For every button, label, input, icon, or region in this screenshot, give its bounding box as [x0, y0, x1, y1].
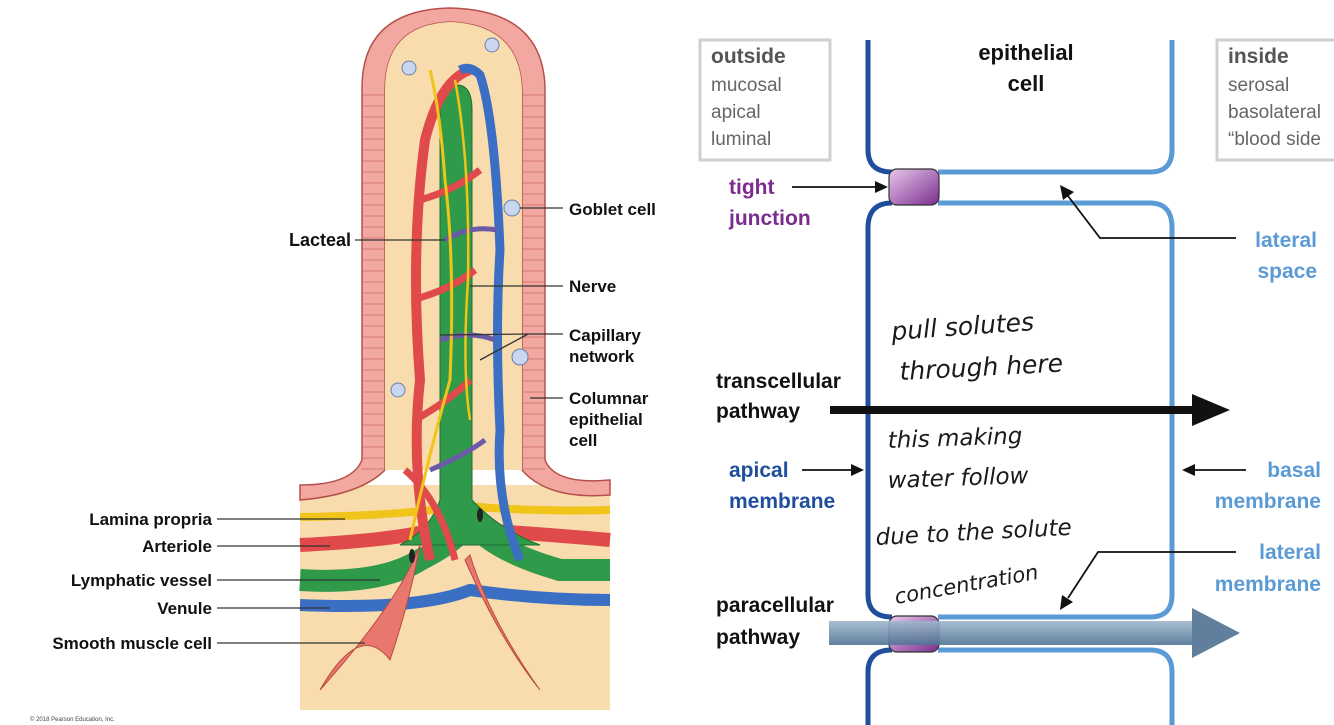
inside-box-line-2: basolateral	[1228, 102, 1321, 123]
label-columnar-3: cell	[569, 431, 597, 450]
inside-box-line-3: “blood side	[1228, 129, 1321, 150]
handwriting-line-6: concentration	[893, 560, 1040, 609]
goblet-cell-1	[503, 199, 521, 217]
outside-box-line-2: apical	[711, 102, 761, 123]
transcellular-arrowhead	[1192, 394, 1230, 426]
apical-membrane-label-1: apical	[729, 459, 789, 482]
goblet-cell-4	[484, 37, 500, 53]
nerve-fiber	[408, 69, 454, 541]
lateral-space-arrow-line	[1067, 195, 1236, 239]
tight-junction-label-2: junction	[728, 207, 811, 230]
villus-leader-lines	[217, 207, 563, 644]
lateral-membrane-label-1: lateral	[1259, 541, 1321, 564]
label-lymphatic-vessel: Lymphatic vessel	[71, 571, 212, 590]
inside-box	[1215, 38, 1334, 162]
tight-junction-label-1: tight	[729, 176, 774, 199]
outside-box-line-1: mucosal	[711, 75, 782, 96]
apical-membrane-arrowhead	[851, 464, 864, 476]
handwriting-line-5: due to the solute	[875, 515, 1072, 551]
label-smooth-muscle: Smooth muscle cell	[52, 634, 212, 653]
lower-cell-membrane-basal	[938, 647, 1175, 725]
columnar-cell-borders	[362, 94, 545, 470]
villus-illustration	[299, 7, 611, 710]
outside-box	[698, 38, 832, 162]
goblet-cell-2	[511, 348, 529, 366]
label-capillary-network-1: Capillary	[569, 326, 641, 345]
label-arteriole: Arteriole	[142, 537, 212, 556]
upper-cell-membrane-basal	[938, 40, 1175, 175]
handwriting-line-3: this making	[887, 423, 1022, 454]
tight-junction-top	[888, 168, 940, 206]
smooth-muscle-cell-right	[464, 554, 541, 691]
handwriting-line-2: through here	[899, 348, 1064, 386]
label-nerve: Nerve	[569, 277, 616, 296]
lateral-membrane-label-2: membrane	[1215, 573, 1321, 596]
lateral-space-arrowhead	[1060, 185, 1074, 200]
handwriting-line-1: pull solutes	[889, 307, 1035, 346]
inside-box-title: inside	[1228, 45, 1289, 68]
transcellular-label-2: pathway	[716, 400, 800, 423]
label-columnar-1: Columnar	[569, 389, 649, 408]
goblet-cell-3	[390, 382, 406, 398]
upper-cell-membrane-apical	[865, 40, 893, 175]
lateral-space-label-1: lateral	[1255, 229, 1317, 252]
apical-membrane-label-2: membrane	[729, 490, 835, 513]
lateral-membrane-arrowhead	[1060, 595, 1073, 610]
capillary-vein	[457, 63, 525, 562]
basal-membrane-label-2: membrane	[1215, 490, 1321, 513]
label-lacteal: Lacteal	[289, 230, 351, 250]
capillary-artery-mid	[402, 167, 483, 561]
handwritten-note: pull solutes through here this making wa…	[875, 307, 1072, 609]
venule-vessel	[299, 583, 611, 612]
villus-labels: Goblet cell Lacteal Nerve Capillary netw…	[30, 200, 656, 723]
label-venule: Venule	[157, 599, 212, 618]
smooth-muscle-cell-left	[319, 544, 421, 691]
epithelial-transport-diagram: outside mucosal apical luminal inside se…	[698, 38, 1334, 725]
muscle-nucleus-2	[477, 508, 483, 522]
basal-membrane-label-1: basal	[1267, 459, 1321, 482]
label-columnar-2: epithelial	[569, 410, 643, 429]
epithelial-cell-label-2: cell	[1008, 71, 1045, 96]
copyright-text: © 2018 Pearson Education, Inc.	[30, 716, 115, 723]
label-goblet-cell: Goblet cell	[569, 200, 656, 219]
paracellular-arrowhead	[1192, 608, 1240, 658]
epithelial-cell-label-1: epithelial	[978, 40, 1073, 65]
transcellular-label-1: transcellular	[716, 370, 841, 393]
nerve-fiber-2	[453, 79, 472, 421]
paracellular-label-2: pathway	[716, 626, 800, 649]
outside-box-line-3: luminal	[711, 129, 771, 150]
lateral-space-label-2: space	[1257, 260, 1317, 283]
paracellular-label-1: paracellular	[716, 594, 834, 617]
goblet-cell-5	[401, 60, 417, 76]
label-capillary-network-2: network	[569, 347, 635, 366]
handwriting-line-4: water follow	[887, 463, 1029, 494]
tight-junction-arrowhead	[875, 181, 888, 193]
basal-membrane-arrowhead	[1182, 464, 1195, 476]
outside-box-title: outside	[711, 45, 786, 68]
lateral-membrane-arrow-line	[1067, 551, 1236, 599]
label-lamina-propria: Lamina propria	[89, 510, 212, 529]
muscle-nucleus-1	[409, 549, 415, 563]
paracellular-arrow-body	[829, 621, 1195, 645]
lower-cell-membrane-apical	[865, 647, 893, 725]
inside-box-line-1: serosal	[1228, 75, 1289, 96]
